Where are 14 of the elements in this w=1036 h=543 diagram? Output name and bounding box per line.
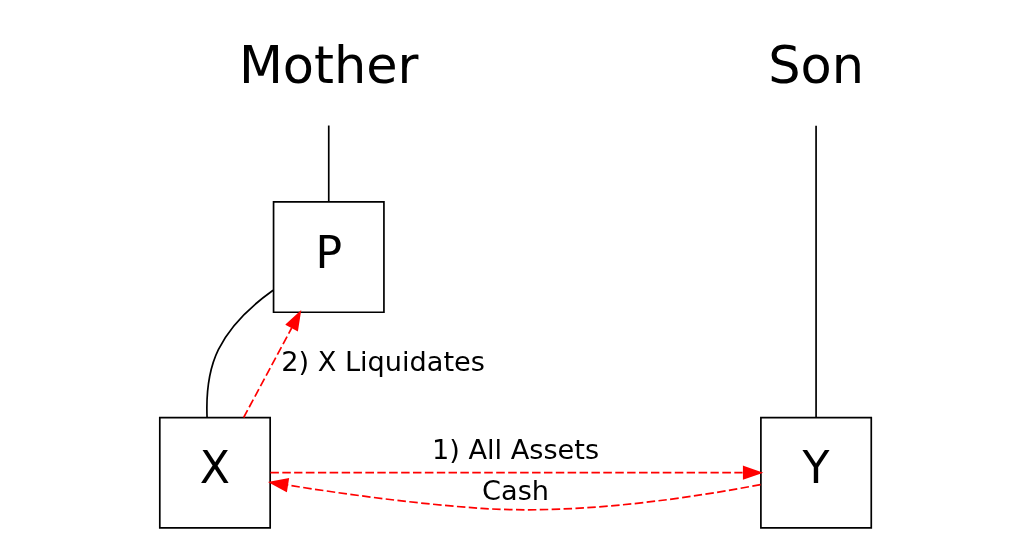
edge-label: 2) X Liquidates [280,346,485,378]
node-text: Son [767,36,864,96]
node-box: P [272,201,385,314]
connector [814,124,817,419]
node-box: Y [759,416,872,529]
connector [327,124,330,203]
arrow [269,465,763,480]
node-text: Mother [238,36,419,96]
edge-label: 1) All Assets [431,433,599,465]
edge-label: Cash [481,474,549,506]
connector [205,289,274,419]
node-box: X [158,416,271,529]
arrow [242,310,301,419]
arrow [267,478,761,511]
